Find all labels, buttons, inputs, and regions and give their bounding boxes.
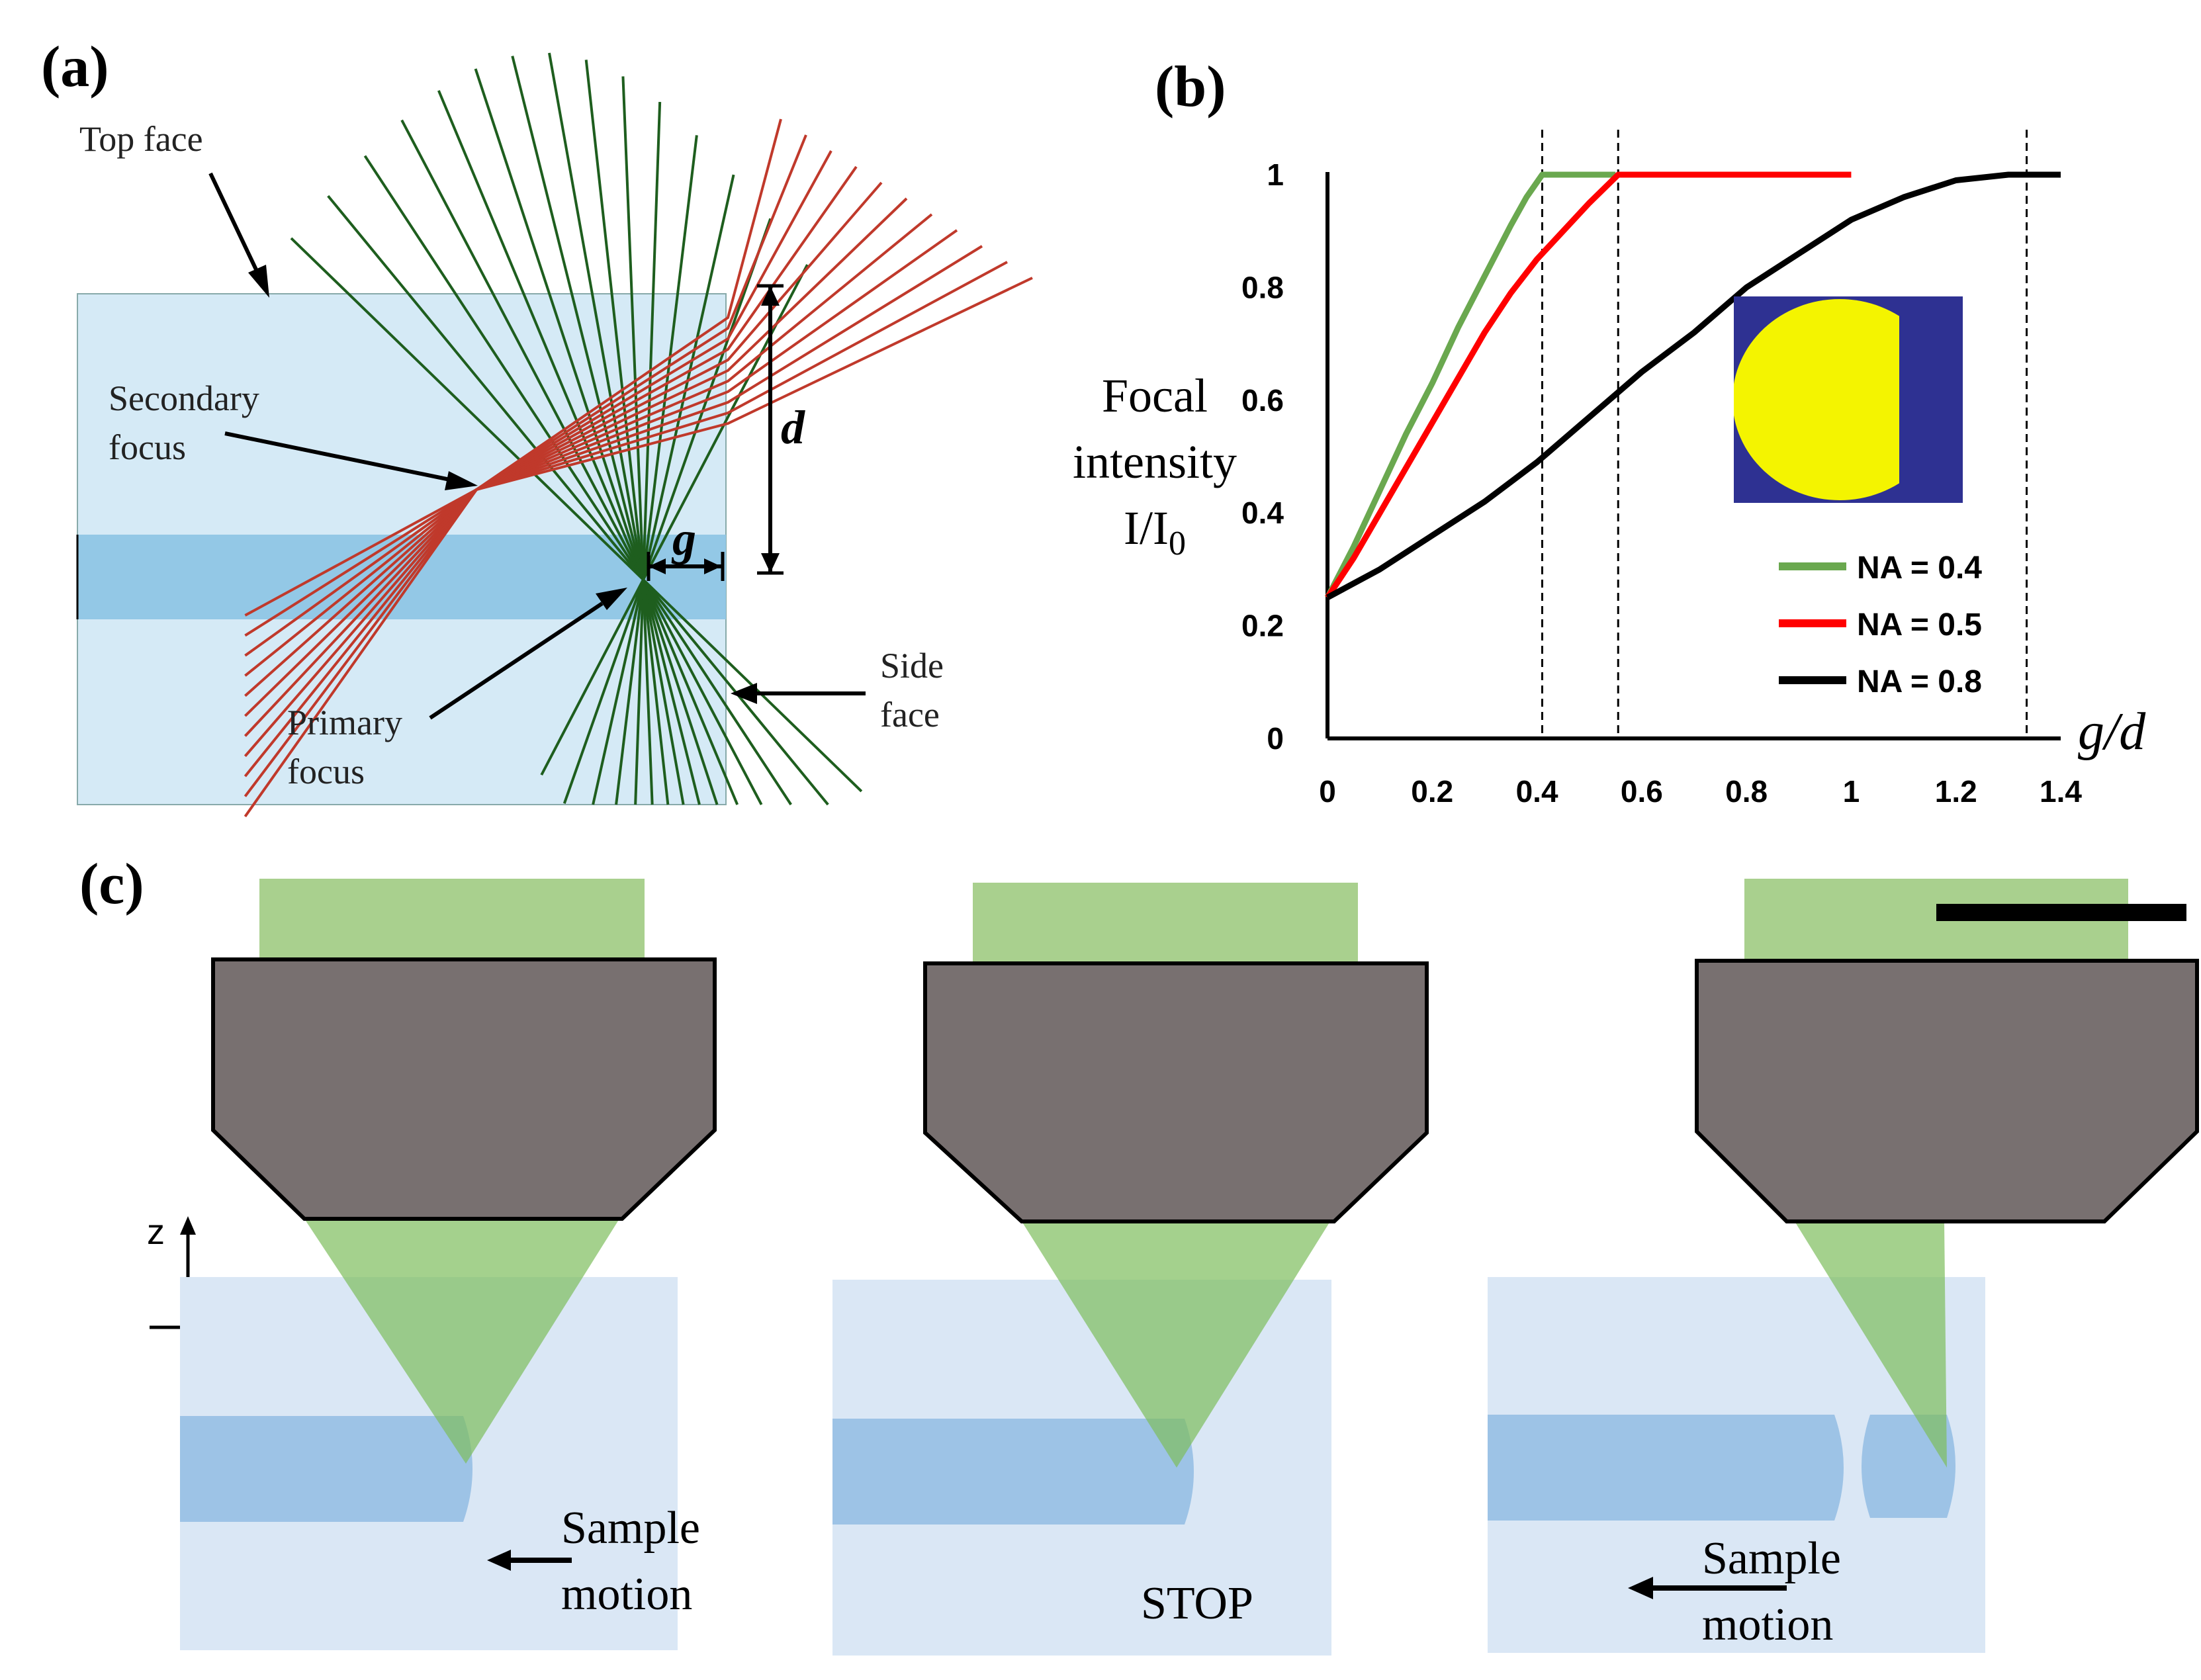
scenario-3: Sample motion bbox=[1488, 879, 2199, 1653]
beam-cone bbox=[304, 1219, 619, 1464]
green-ray bbox=[615, 135, 698, 805]
y-axis-label-3: I/I0 bbox=[1124, 502, 1186, 562]
sample-motion-label-2: motion bbox=[561, 1569, 692, 1620]
green-ray bbox=[327, 195, 829, 806]
series-line bbox=[1325, 171, 1852, 599]
sample-channel bbox=[832, 1419, 1194, 1525]
panel-c: (c) z x Sample motion bbox=[79, 852, 2199, 1656]
red-ray bbox=[244, 261, 1008, 637]
primary-focus-label-2: focus bbox=[287, 752, 365, 791]
series-line bbox=[1325, 171, 1616, 599]
y-tick-label: 0.8 bbox=[1241, 270, 1284, 304]
focal-intensity-chart: 0 0.2 0.4 0.6 0.8 1 1.2 1.4 0 0.2 0.4 0.6 0.8 1 bbox=[1241, 130, 2082, 809]
sample-motion-label-1: Sample bbox=[561, 1503, 700, 1554]
panel-a-label: (a) bbox=[41, 35, 109, 99]
green-ray bbox=[634, 101, 662, 805]
red-ray bbox=[244, 181, 883, 737]
stop-label: STOP bbox=[1141, 1578, 1253, 1629]
scenario-1: Sample motion bbox=[180, 879, 717, 1650]
panel-a: (a) d g Top face Secondary focus Primary bbox=[41, 35, 1033, 818]
scenario-2: STOP bbox=[832, 883, 1429, 1656]
panel-b-label: (b) bbox=[1155, 55, 1226, 119]
motion-arrow bbox=[1628, 1577, 1787, 1599]
chart-legend: NA = 0.4 NA = 0.5 NA = 0.8 bbox=[1779, 551, 1982, 699]
red-ray bbox=[244, 197, 908, 717]
z-axis-label: z bbox=[147, 1212, 165, 1252]
primary-focus-arrow bbox=[429, 588, 627, 720]
green-ray bbox=[290, 237, 863, 793]
motion-arrow bbox=[487, 1550, 572, 1571]
sample-motion-label-1: Sample bbox=[1702, 1533, 1841, 1584]
x-tick-label: 0.6 bbox=[1621, 774, 1663, 809]
green-ray bbox=[592, 174, 735, 805]
green-ray bbox=[562, 218, 772, 804]
red-ray bbox=[244, 245, 983, 657]
y-tick-label: 1 bbox=[1267, 157, 1284, 192]
secondary-focus-label-2: focus bbox=[109, 427, 186, 467]
red-ray bbox=[244, 134, 807, 797]
red-ray bbox=[244, 150, 832, 777]
sample-channel bbox=[180, 1416, 472, 1522]
x-tick-label: 0.8 bbox=[1725, 774, 1768, 809]
beam-cone bbox=[1022, 1221, 1330, 1468]
red-ray bbox=[244, 165, 858, 758]
g-dimension bbox=[647, 552, 725, 581]
y-tick-label: 0.4 bbox=[1241, 496, 1284, 530]
d-label: d bbox=[781, 401, 805, 454]
y-axis-label-2: intensity bbox=[1073, 435, 1237, 488]
x-axis-label: g/d bbox=[2078, 703, 2146, 761]
legend-label: NA = 0.8 bbox=[1857, 664, 1982, 699]
beam-block-bar bbox=[1936, 904, 2186, 921]
x-tick-label: 1.2 bbox=[1935, 774, 1977, 809]
x-tick-label: 1.4 bbox=[2040, 774, 2082, 809]
red-ray bbox=[244, 277, 1033, 617]
x-tick-label: 1 bbox=[1843, 774, 1860, 809]
g-label: g bbox=[671, 512, 696, 565]
legend-label: NA = 0.4 bbox=[1857, 551, 1982, 586]
beam-input bbox=[259, 879, 645, 959]
x-tick-label: 0.2 bbox=[1411, 774, 1453, 809]
green-ray bbox=[363, 155, 792, 806]
focal-spot-inset bbox=[1734, 296, 1963, 503]
objective-lens bbox=[211, 957, 717, 1221]
beam-cone-truncated bbox=[1795, 1221, 1947, 1468]
side-face-label-2: face bbox=[880, 695, 940, 734]
sample-channel-left bbox=[1488, 1415, 1844, 1521]
x-tick-label: 0.4 bbox=[1516, 774, 1558, 809]
top-face-arrow bbox=[208, 172, 269, 298]
primary-focus-label-1: Primary bbox=[287, 703, 402, 742]
secondary-focus-label-1: Secondary bbox=[109, 378, 259, 418]
panel-c-label: (c) bbox=[79, 852, 144, 916]
y-tick-label: 0 bbox=[1267, 721, 1284, 756]
red-ray bbox=[244, 213, 933, 697]
objective-lens bbox=[923, 961, 1429, 1223]
secondary-focus-arrow bbox=[224, 431, 478, 490]
red-rays bbox=[244, 118, 1033, 818]
y-tick-label: 0.2 bbox=[1241, 609, 1284, 643]
red-ray bbox=[244, 118, 782, 818]
red-ray bbox=[244, 229, 958, 677]
x-tick-label: 0 bbox=[1319, 774, 1336, 809]
green-ray bbox=[540, 264, 809, 776]
green-ray bbox=[511, 56, 701, 805]
y-tick-label: 0.6 bbox=[1241, 383, 1284, 418]
side-face-arrow bbox=[731, 683, 866, 704]
top-face-label: Top face bbox=[79, 119, 203, 159]
legend-label: NA = 0.5 bbox=[1857, 607, 1982, 642]
sample-motion-label-2: motion bbox=[1702, 1599, 1833, 1650]
beam-input bbox=[973, 883, 1358, 962]
series-line bbox=[1325, 171, 2061, 600]
d-dimension bbox=[757, 284, 784, 575]
y-axis-label-1: Focal bbox=[1102, 369, 1208, 422]
side-face-label-1: Side bbox=[880, 646, 944, 685]
objective-lens bbox=[1695, 959, 2199, 1223]
